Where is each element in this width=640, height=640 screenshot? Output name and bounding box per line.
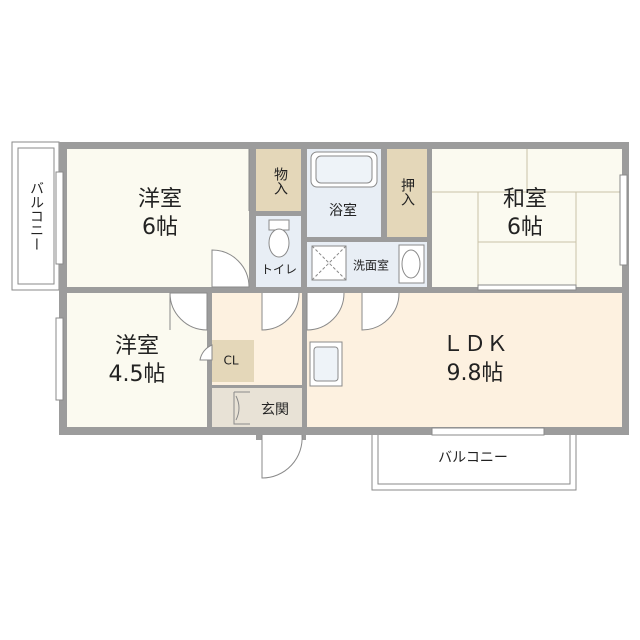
- bath-label: 浴室: [329, 202, 357, 219]
- door-cl: [199, 344, 213, 361]
- western2-size: 4.5帖: [109, 362, 166, 387]
- japanese-size: 6帖: [507, 215, 543, 240]
- toilet-fixture: [268, 219, 290, 258]
- window-left-top: [55, 171, 64, 265]
- room-closet-jp: [387, 149, 427, 237]
- storage-label: 物入: [272, 167, 288, 195]
- western2-name: 洋室: [115, 334, 159, 359]
- room-storage: [256, 149, 301, 211]
- room-entrance: [212, 388, 302, 427]
- door-ldk: [361, 292, 400, 331]
- ldk-size: 9.8帖: [447, 361, 504, 386]
- shoe-step: [233, 391, 250, 425]
- room-cl: [212, 340, 254, 382]
- door-wash: [306, 292, 345, 331]
- window-right: [619, 174, 628, 266]
- door-toilet: [261, 292, 300, 331]
- ldk-name: ＬＤＫ: [442, 332, 508, 357]
- balcony-bottom-label: バルコニー: [438, 450, 508, 466]
- window-left-bottom: [55, 317, 64, 401]
- cl-label: CL: [223, 354, 238, 368]
- washroom-label: 洗面室: [353, 258, 389, 273]
- washer-pan: [311, 245, 347, 281]
- tatami-lines: [432, 149, 622, 287]
- bathtub: [310, 151, 378, 188]
- balcony-left: [11, 141, 60, 291]
- door-entrance: [261, 434, 303, 479]
- japanese-name: 和室: [503, 187, 547, 212]
- door-western6: [211, 249, 250, 288]
- window-jp-ldk: [477, 284, 577, 291]
- closet-jp-label: 押入: [399, 178, 415, 206]
- sink-fixture: [398, 244, 425, 284]
- western1-size: 6帖: [142, 215, 178, 240]
- western1-name: 洋室: [138, 187, 182, 212]
- toilet-label: トイレ: [261, 263, 297, 277]
- kitchen-sink: [309, 341, 343, 387]
- entrance-label: 玄関: [261, 401, 289, 418]
- window-bottom: [431, 427, 545, 436]
- balcony-left-label: バルコニー: [28, 181, 44, 251]
